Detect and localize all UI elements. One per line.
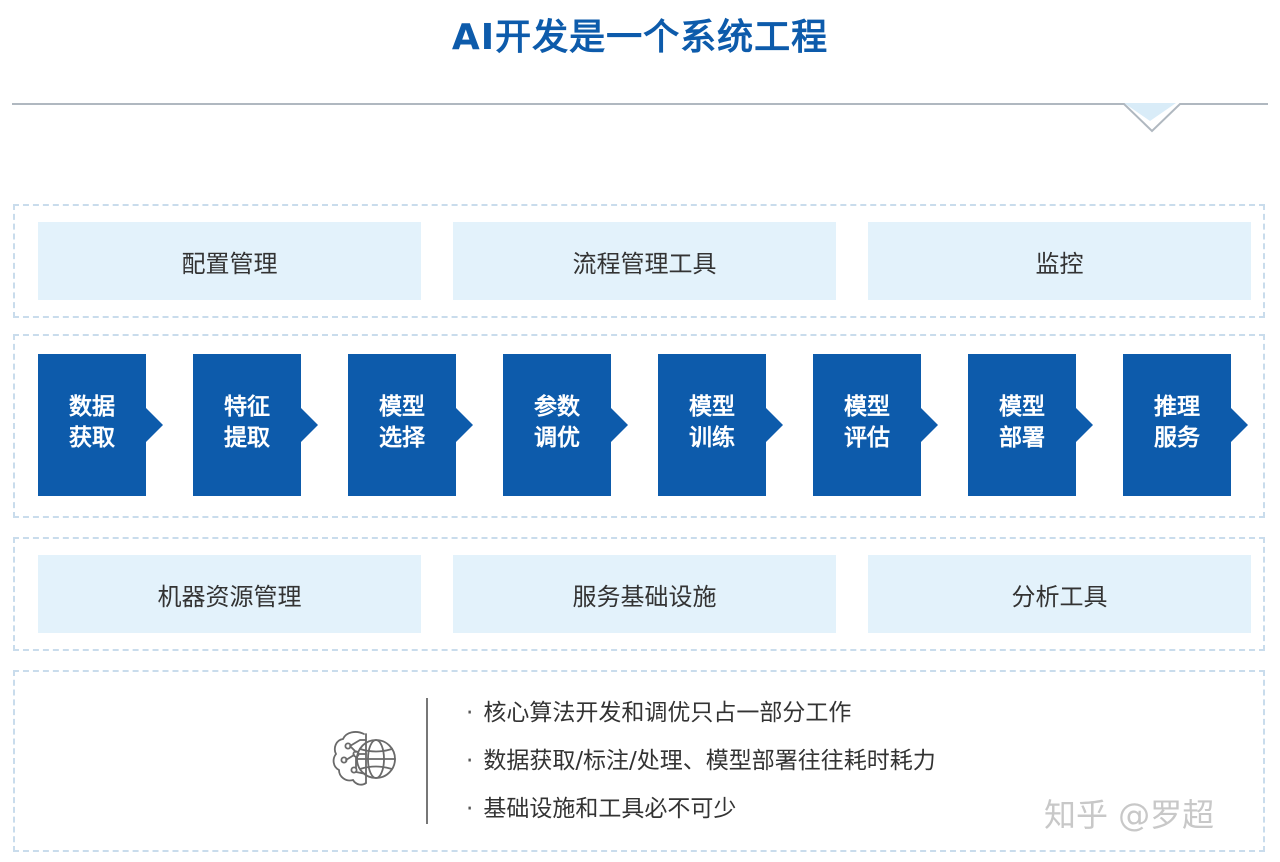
note-text: 基础设施和工具必不可少 (483, 796, 737, 822)
step-label-line1: 模型 (999, 394, 1045, 420)
management-panel (13, 204, 1265, 318)
arrow-icon (765, 407, 783, 443)
step-label-line2: 训练 (689, 425, 735, 451)
step-label-line1: 特征 (224, 394, 270, 420)
step-label-line1: 模型 (844, 394, 890, 420)
page-title: AI开发是一个系统工程 (451, 17, 829, 58)
step-model-deployment: 模型部署 (968, 354, 1094, 496)
tile-analysis-tools: 分析工具 (868, 555, 1251, 633)
step-label-line2: 评估 (844, 425, 890, 451)
step-label-line1: 模型 (379, 394, 425, 420)
notes-panel (13, 670, 1265, 852)
tile-service-infrastructure: 服务基础设施 (453, 555, 836, 633)
bullet-dot: · (466, 700, 474, 726)
step-inference-service: 推理服务 (1123, 354, 1249, 496)
note-text: 数据获取/标注/处理、模型部署往往耗时耗力 (483, 748, 936, 774)
step-feature-extraction: 特征提取 (193, 354, 319, 496)
step-model-evaluation: 模型评估 (813, 354, 939, 496)
list-item: · 基础设施和工具必不可少 (466, 790, 936, 838)
step-label-line1: 推理 (1154, 394, 1200, 420)
arrow-icon (1230, 407, 1248, 443)
arrow-icon (1075, 407, 1093, 443)
tile-config-management: 配置管理 (38, 222, 421, 300)
step-label-line2: 选择 (379, 425, 425, 451)
list-item: · 核心算法开发和调优只占一部分工作 (466, 694, 936, 742)
arrow-icon (145, 407, 163, 443)
step-label-line2: 获取 (69, 425, 115, 451)
tile-machine-resources: 机器资源管理 (38, 555, 421, 633)
step-label-line1: 数据 (69, 394, 115, 420)
step-label-line1: 模型 (689, 394, 735, 420)
bullet-dot: · (466, 748, 474, 774)
infrastructure-panel (13, 537, 1265, 651)
notes-divider (426, 698, 428, 824)
step-model-selection: 模型选择 (348, 354, 474, 496)
step-label-line2: 调优 (534, 425, 580, 451)
arrow-icon (300, 407, 318, 443)
arrow-icon (610, 407, 628, 443)
step-parameter-tuning: 参数调优 (503, 354, 629, 496)
step-model-training: 模型训练 (658, 354, 784, 496)
pipeline-panel (13, 334, 1265, 518)
step-label-line2: 服务 (1154, 425, 1200, 451)
step-data-acquisition: 数据获取 (38, 354, 164, 496)
step-label-line1: 参数 (534, 394, 580, 420)
tile-monitoring: 监控 (868, 222, 1251, 300)
notes-list: · 核心算法开发和调优只占一部分工作 · 数据获取/标注/处理、模型部署往往耗时耗力… (466, 694, 936, 838)
ai-brain-icon (332, 731, 396, 786)
title-divider (12, 103, 1268, 133)
watermark: 知乎 @罗超 (1044, 796, 1215, 834)
arrow-icon (455, 407, 473, 443)
step-label-line2: 部署 (999, 425, 1045, 451)
note-text: 核心算法开发和调优只占一部分工作 (483, 700, 852, 726)
bullet-dot: · (466, 796, 474, 822)
tile-workflow-tools: 流程管理工具 (453, 222, 836, 300)
step-label-line2: 提取 (224, 425, 270, 451)
arrow-icon (920, 407, 938, 443)
list-item: · 数据获取/标注/处理、模型部署往往耗时耗力 (466, 742, 936, 790)
